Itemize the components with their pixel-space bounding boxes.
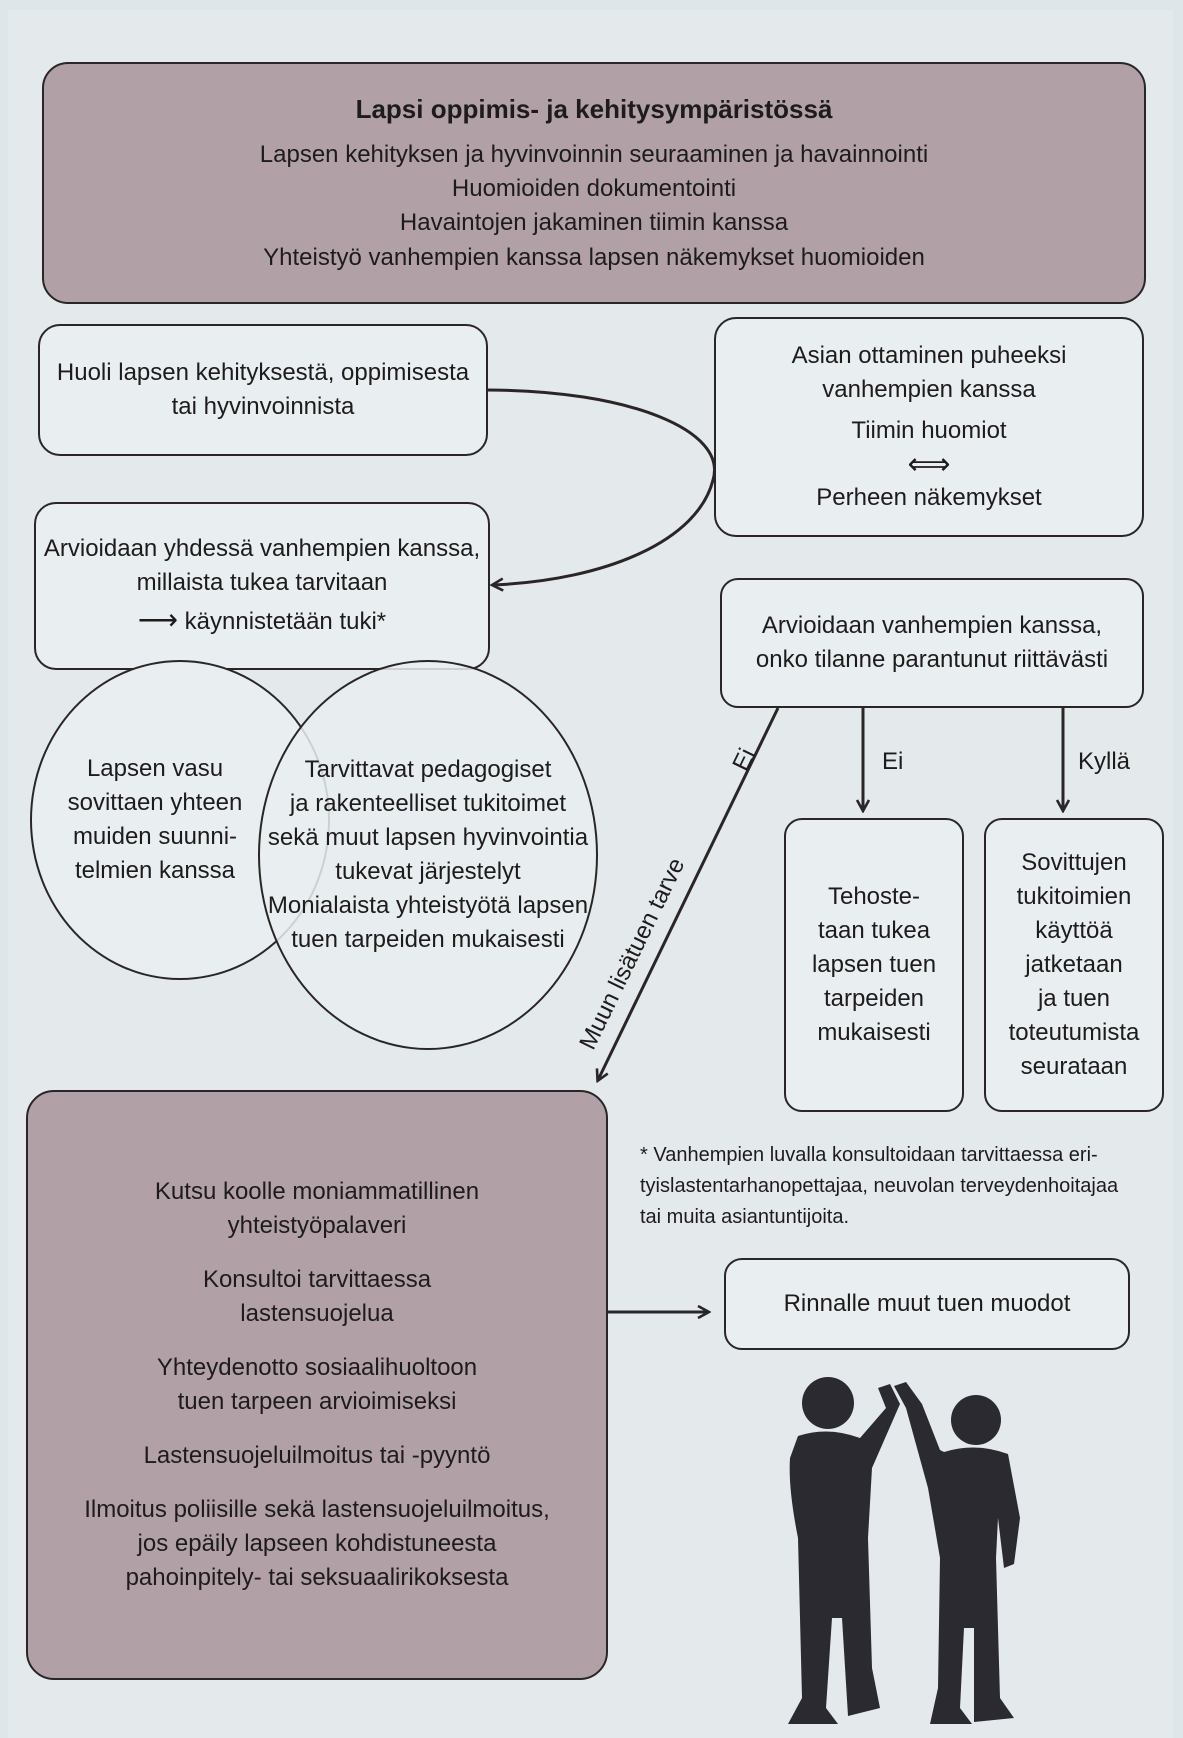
assess-line: millaista tukea tarvitaan <box>136 569 388 597</box>
concern-line: Huoli lapsen kehityksestä, oppimisesta <box>56 358 470 386</box>
double-arrow-icon: ⟺ <box>907 447 951 481</box>
continue-line: toteutumista <box>1008 1019 1140 1047</box>
continue-line: jatketaan <box>1025 950 1123 978</box>
actions-line: tuen tarpeen arvioimiseksi <box>177 1388 457 1415</box>
top-box-line: Lapsen kehityksen ja hyvinvoinnin seuraa… <box>259 141 929 169</box>
talk-line: Tiimin huomiot <box>851 416 1007 444</box>
assess-line-with-arrow: ⟶ käynnistetään tuki* <box>138 600 386 640</box>
footnote: * Vanhempien luvalla konsultoidaan tarvi… <box>640 1140 1170 1233</box>
top-box-line: Yhteistyö vanhempien kanssa lapsen näkem… <box>263 243 925 271</box>
continue-line: tukitoimien <box>1016 882 1132 910</box>
vasu-line: Lapsen vasu <box>86 754 224 782</box>
intensify-line: lapsen tuen <box>811 950 937 978</box>
talk-line: Perheen näkemykset <box>816 483 1042 511</box>
kylla-label: Kyllä <box>1078 748 1131 775</box>
continue-box: Sovittujen tukitoimien käyttöä jatketaan… <box>984 818 1164 1112</box>
vasu-line: sovittaen yhteen <box>67 788 243 816</box>
top-box: Lapsi oppimis- ja kehitysympäristössä La… <box>42 62 1146 304</box>
intensify-line: tarpeiden <box>823 985 925 1013</box>
two-children-high-five-silhouette-icon <box>788 1377 1020 1724</box>
actions-line: lastensuojelua <box>240 1299 394 1327</box>
intensify-box: Tehoste- taan tukea lapsen tuen tarpeide… <box>784 818 964 1112</box>
actions-line: Lastensuojeluilmoitus tai -pyyntö <box>143 1442 491 1470</box>
intensify-line: mukaisesti <box>817 1019 931 1047</box>
vasu-line: muiden suunni- <box>72 823 238 850</box>
top-box-line: Huomioiden dokumentointi <box>451 175 737 203</box>
talk-line: vanhempien kanssa <box>822 376 1036 404</box>
diagonal-branch-arrow <box>598 707 780 1080</box>
top-box-title: Lapsi oppimis- ja kehitysympäristössä <box>355 94 833 125</box>
assess-line: käynnistetään tuki* <box>184 608 387 636</box>
support-line: Monialaista yhteistyötä lapsen <box>267 892 589 920</box>
assess-line: Arvioidaan yhdessä vanhempien kanssa, <box>43 535 481 563</box>
intensify-line: taan tukea <box>817 916 931 944</box>
continue-line: Sovittujen <box>1021 848 1127 876</box>
footnote-line: * Vanhempien luvalla konsultoidaan tarvi… <box>640 1144 1098 1166</box>
footnote-line: tyislastentarhanopettajaa, neuvolan terv… <box>640 1175 1119 1197</box>
actions-line: jos epäily lapseen kohdistuneesta <box>137 1530 497 1558</box>
right-arrow-icon: ⟶ <box>137 604 178 636</box>
diagram-page: Lapsi oppimis- ja kehitysympäristössä La… <box>8 10 1173 1738</box>
loop-arrow <box>485 388 716 585</box>
actions-line: Ilmoitus poliisille sekä lastensuojeluil… <box>84 1496 550 1524</box>
actions-box: Kutsu koolle moniammatillinen yhteistyöp… <box>26 1090 608 1680</box>
actions-line: Konsultoi tarvittaessa <box>202 1265 432 1293</box>
evaluate-box: Arvioidaan vanhempien kanssa, onko tilan… <box>720 578 1144 708</box>
support-line: Tarvittavat pedagogiset <box>304 755 552 783</box>
evaluate-line: onko tilanne parantunut riittävästi <box>755 646 1109 673</box>
footnote-line: tai muita asiantuntijoita. <box>640 1206 850 1228</box>
support-line: sekä muut lapsen hyvinvointia <box>267 823 589 851</box>
intensify-line: Tehoste- <box>827 882 921 910</box>
support-line: tuen tarpeiden mukaisesti <box>291 926 565 954</box>
concern-box: Huoli lapsen kehityksestä, oppimisesta t… <box>38 324 488 456</box>
support-measures-circle: Tarvittavat pedagogiset ja rakenteellise… <box>258 660 598 1050</box>
actions-line: Kutsu koolle moniammatillinen <box>154 1177 480 1205</box>
concern-line: tai hyvinvoinnista <box>171 393 355 420</box>
continue-line: seurataan <box>1020 1053 1128 1081</box>
vasu-circle: Lapsen vasu sovittaen yhteen muiden suun… <box>30 660 330 980</box>
evaluate-line: Arvioidaan vanhempien kanssa, <box>761 611 1103 639</box>
parallel-support-box: Rinnalle muut tuen muodot <box>724 1258 1130 1350</box>
support-line: ja rakenteelliset tukitoimet <box>289 789 567 817</box>
continue-line: käyttöä <box>1035 916 1113 944</box>
talk-line: Asian ottaminen puheeksi <box>791 342 1067 370</box>
actions-line: yhteistyöpalaveri <box>227 1211 407 1239</box>
continue-line: ja tuen <box>1037 985 1111 1013</box>
vasu-line: telmien kanssa <box>74 857 236 885</box>
assess-box: Arvioidaan yhdessä vanhempien kanssa, mi… <box>34 502 490 670</box>
talk-box: Asian ottaminen puheeksi vanhempien kans… <box>714 317 1144 537</box>
support-line: tukevat järjestelyt <box>335 858 521 885</box>
actions-line: pahoinpitely- tai seksuaalirikoksesta <box>125 1564 509 1592</box>
connector-layer <box>485 388 1173 1738</box>
ei-label: Ei <box>882 748 904 775</box>
top-box-line: Havaintojen jakaminen tiimin kanssa <box>399 209 789 237</box>
actions-line: Yhteydenotto sosiaalihuoltoon <box>156 1353 478 1381</box>
parallel-label: Rinnalle muut tuen muodot <box>783 1289 1071 1317</box>
